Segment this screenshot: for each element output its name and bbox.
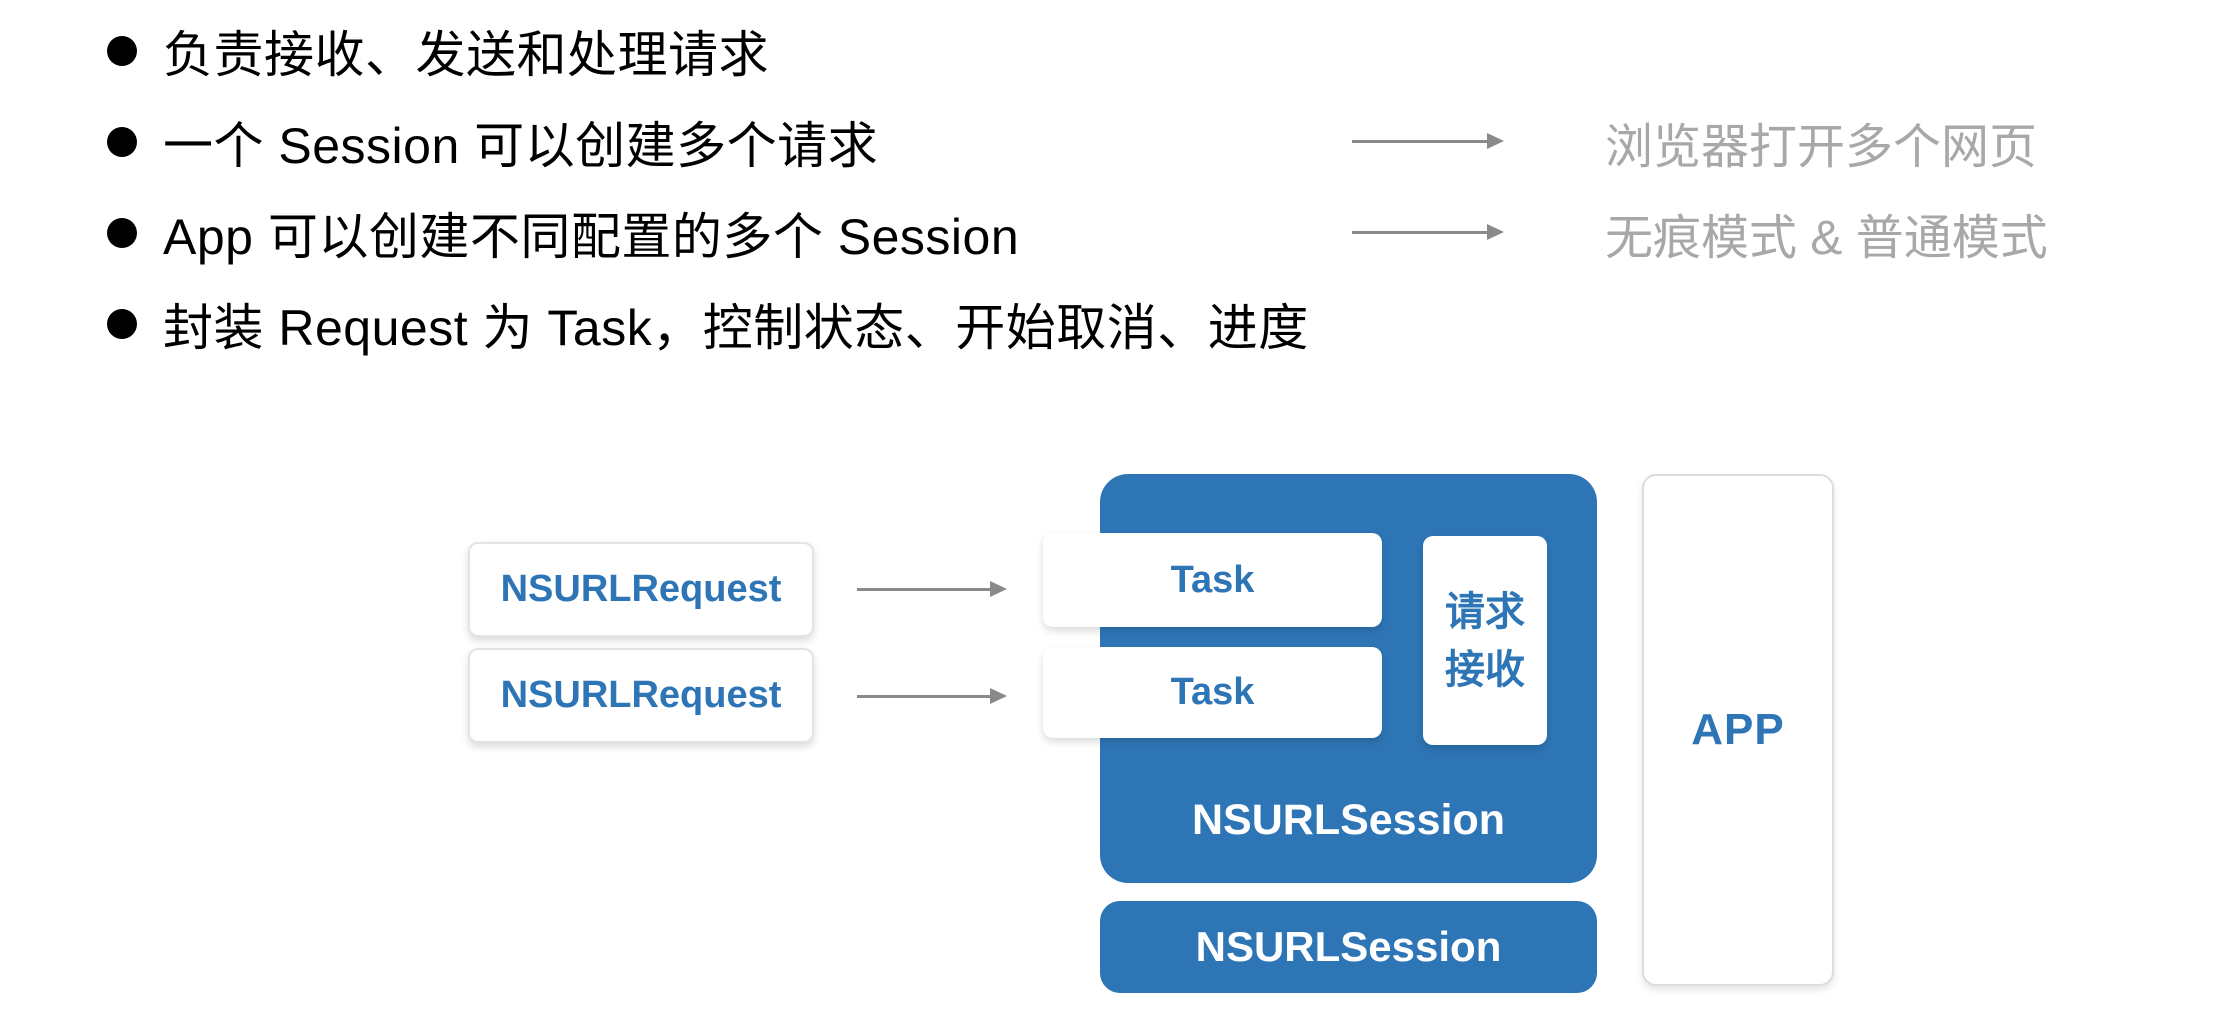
- nsurlrequest-box: NSURLRequest: [468, 542, 814, 637]
- arrow-right-icon: [1352, 133, 1504, 149]
- app-label: APP: [1691, 705, 1785, 754]
- nsurlrequest-label: NSURLRequest: [500, 674, 782, 716]
- bullet-dot-icon: [107, 127, 137, 157]
- nsurlsession-label: NSURLSession: [1191, 796, 1505, 844]
- bullet-text: 一个 Session 可以创建多个请求: [163, 118, 879, 174]
- nsurlrequest-label: NSURLRequest: [500, 568, 782, 610]
- nsurlrequest-box: NSURLRequest: [468, 648, 814, 743]
- annotation-text: 浏览器打开多个网页: [1605, 121, 2038, 174]
- bullet-text: 封装 Request 为 Task，控制状态、开始取消、进度: [163, 300, 1309, 356]
- arrow-right-icon: [857, 581, 1007, 597]
- request-receiver-line: 接收: [1445, 647, 1525, 692]
- task-label: Task: [1170, 558, 1255, 601]
- task-box: Task: [1043, 647, 1382, 738]
- nsurlsession-label: NSURLSession: [1195, 923, 1502, 970]
- arrow-right-icon: [857, 688, 1007, 704]
- task-box: Task: [1043, 533, 1382, 627]
- bullet-dot-icon: [107, 309, 137, 339]
- bullet-text: App 可以创建不同配置的多个 Session: [163, 209, 1020, 265]
- bullet-item: 一个 Session 可以创建多个请求: [107, 110, 878, 174]
- nsurlsession-secondary-box: NSURLSession: [1100, 901, 1597, 993]
- request-receiver-box: 请求 接收: [1423, 536, 1547, 745]
- bullet-text: 负责接收、发送和处理请求: [163, 27, 769, 83]
- bullet-dot-icon: [107, 218, 137, 248]
- arrow-right-icon: [1352, 224, 1504, 240]
- bullet-item: 封装 Request 为 Task，控制状态、开始取消、进度: [107, 292, 1309, 356]
- annotation-text: 无痕模式 & 普通模式: [1605, 212, 2048, 265]
- task-label: Task: [1170, 671, 1255, 713]
- bullet-dot-icon: [107, 36, 137, 66]
- bullet-item: App 可以创建不同配置的多个 Session: [107, 201, 1019, 265]
- app-box: APP: [1642, 474, 1834, 986]
- bullet-item: 负责接收、发送和处理请求: [107, 19, 769, 83]
- request-receiver-line: 请求: [1445, 589, 1525, 634]
